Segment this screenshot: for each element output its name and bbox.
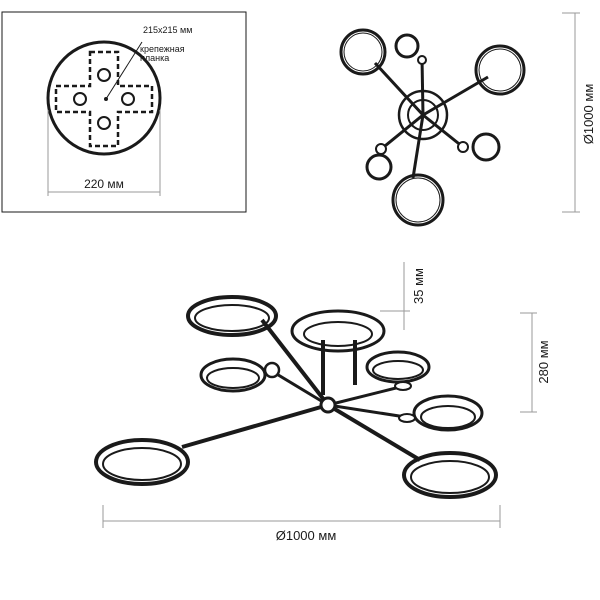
mount-panel-frame xyxy=(1,11,247,213)
plate-name-line2: планка xyxy=(140,53,169,63)
plate-name-line1: крепежная xyxy=(140,44,185,54)
base-diameter-label: 220 мм xyxy=(84,177,124,191)
mount-plate-panel: 215x215 мм крепежная планка 220 мм xyxy=(1,11,247,213)
arm-mid-right xyxy=(327,403,413,420)
ring-upper-left xyxy=(339,28,387,76)
mounting-cross-outline xyxy=(54,50,154,148)
ring-upper-right xyxy=(474,44,526,96)
ring-lower xyxy=(391,173,445,227)
ring-upper-left-side-inner xyxy=(194,304,270,332)
ring-lower-right-side-inner xyxy=(410,460,490,494)
canopy-outer xyxy=(290,309,386,353)
side-width-label: Ø1000 мм xyxy=(276,528,337,543)
plate-size-label: 215x215 мм xyxy=(143,25,192,35)
screw-hole-left xyxy=(73,92,87,106)
arm-to-right-small-ball xyxy=(422,113,464,149)
top-canopy-inner xyxy=(407,99,439,131)
arm-front-right xyxy=(326,403,422,462)
top-canopy-outer xyxy=(397,89,449,141)
small-ball-left xyxy=(365,153,393,181)
total-height-label: 280 мм xyxy=(536,340,551,383)
joint-knob-left xyxy=(375,143,387,155)
canopy-height-label: 35 мм xyxy=(411,268,426,304)
small-ball-right xyxy=(471,132,501,162)
ring-upper-left-side xyxy=(186,295,278,337)
screw-hole-top xyxy=(97,68,111,82)
arm-to-upper-right-ring xyxy=(422,75,489,117)
shade-right xyxy=(412,394,484,432)
ring-lower-right-side xyxy=(402,451,498,499)
arm-back-left xyxy=(260,318,330,407)
joint-knob-right xyxy=(457,141,469,153)
arm-long-left xyxy=(181,403,329,449)
arm-mid-left xyxy=(269,368,329,407)
ring-upper-right-inner xyxy=(478,48,522,92)
ring-upper-left-inner xyxy=(343,32,383,72)
arm-to-left-small-ball xyxy=(379,113,424,152)
ball-right xyxy=(398,413,416,423)
ring-lower-left-side xyxy=(94,438,190,486)
top-view: Ø1000 мм xyxy=(339,12,596,227)
arm-to-upper-left-ring xyxy=(373,61,425,117)
small-ball-upper xyxy=(394,33,420,59)
ring-lower-left-side-inner xyxy=(102,447,182,481)
shade-mid-left-inner xyxy=(206,367,260,389)
plate-leader-line xyxy=(105,41,143,100)
top-view-diameter-label: Ø1000 мм xyxy=(581,84,596,145)
ring-lower-inner xyxy=(395,177,441,223)
shade-mid-right-inner xyxy=(372,360,424,380)
arm-right-back xyxy=(327,384,405,407)
shade-mid-right xyxy=(365,350,431,384)
shade-right-inner xyxy=(420,405,476,429)
screw-hole-bottom xyxy=(97,116,111,130)
screw-hole-right xyxy=(121,92,135,106)
hub-ball xyxy=(319,396,337,414)
ball-mid-left xyxy=(263,361,281,379)
joint-knob-upper xyxy=(417,55,427,65)
canopy-base-circle xyxy=(46,40,162,156)
ball-mid-right xyxy=(394,381,412,391)
arm-to-upper-small-ball xyxy=(420,57,425,116)
canopy-inner xyxy=(303,321,373,347)
arm-to-lower-ring xyxy=(411,114,425,179)
side-view: 35 мм 280 мм Ø1000 мм xyxy=(94,262,551,543)
shade-mid-left xyxy=(199,357,267,393)
